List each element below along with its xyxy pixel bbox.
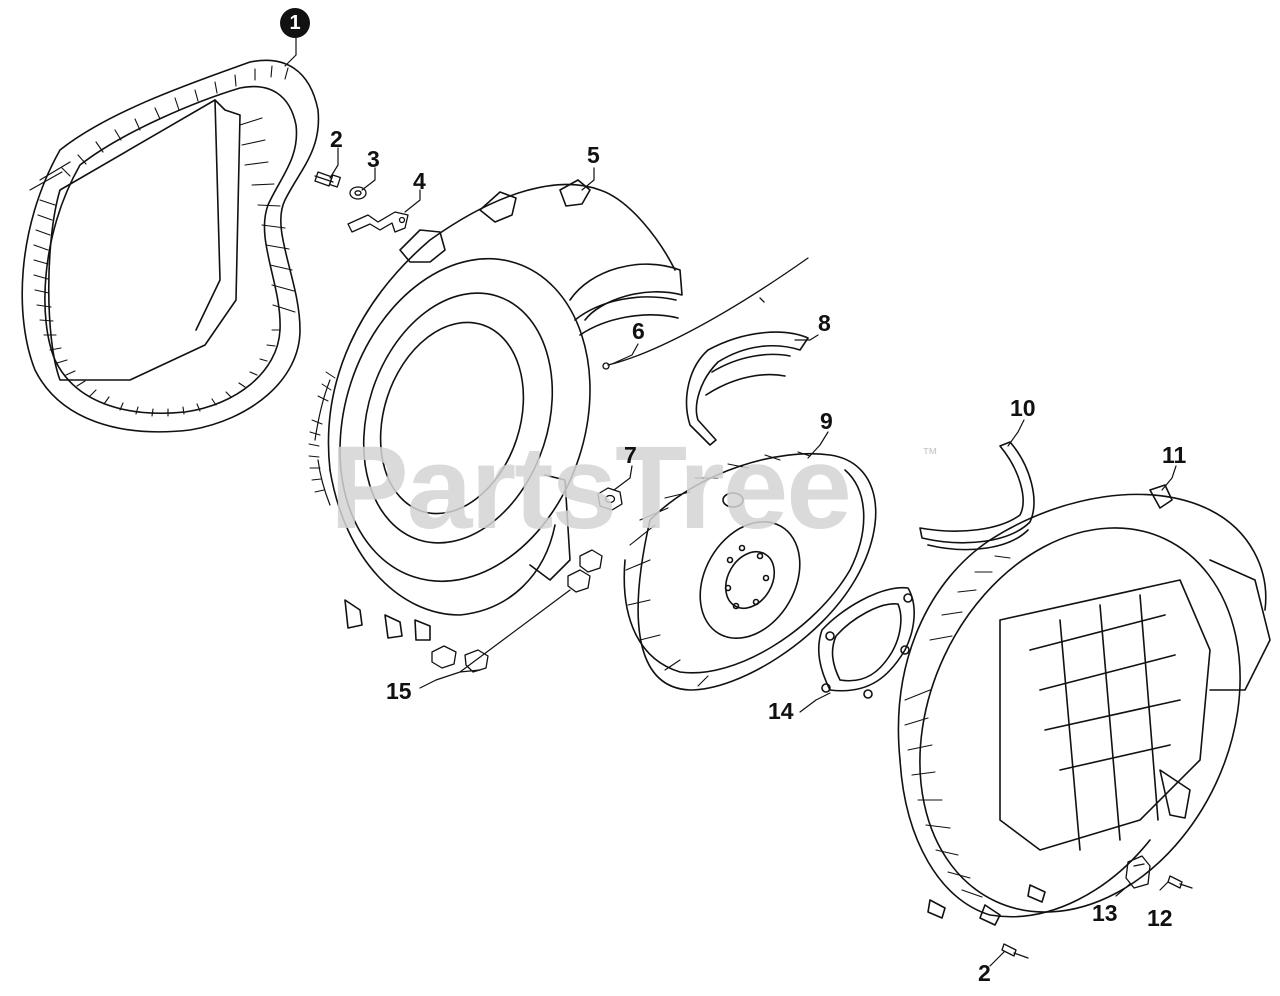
callout-4[interactable]: 4 xyxy=(413,168,426,194)
trademark-symbol: ™ xyxy=(922,446,938,463)
callout-2-lower[interactable]: 2 xyxy=(978,960,991,986)
callout-6[interactable]: 6 xyxy=(632,318,645,344)
callout-11[interactable]: 11 xyxy=(1162,442,1187,468)
part-4-bracket xyxy=(347,211,409,233)
watermark-text: PartsTree xyxy=(330,422,852,554)
part-2-bolt-lower xyxy=(1001,943,1029,959)
callout-8[interactable]: 8 xyxy=(818,310,831,336)
callout-2-upper[interactable]: 2 xyxy=(330,126,343,152)
callout-9[interactable]: 9 xyxy=(820,408,833,434)
callout-15[interactable]: 15 xyxy=(386,678,412,704)
callout-5[interactable]: 5 xyxy=(587,142,600,168)
callout-1[interactable]: 1 xyxy=(280,8,310,38)
part-12-screw xyxy=(1167,875,1193,889)
part-1-blower-cover xyxy=(21,59,320,433)
part-5-blower-housing xyxy=(308,179,683,641)
part-6-wire xyxy=(602,257,809,370)
callout-7[interactable]: 7 xyxy=(624,442,637,468)
part-14-gasket xyxy=(817,587,915,699)
callout-3[interactable]: 3 xyxy=(367,146,380,172)
callout-12[interactable]: 12 xyxy=(1147,905,1173,931)
callout-10[interactable]: 10 xyxy=(1010,395,1036,421)
part-13-clip xyxy=(1125,855,1151,889)
part-11-rear-housing xyxy=(897,484,1271,926)
callout-13[interactable]: 13 xyxy=(1092,900,1118,926)
part-2-bolt-upper xyxy=(314,171,341,188)
part-7-nut xyxy=(597,487,623,511)
callout-14[interactable]: 14 xyxy=(768,698,794,724)
leader-lines xyxy=(284,35,1177,967)
part-10-arc-guide xyxy=(919,441,1035,551)
part-9-impeller xyxy=(623,451,877,691)
part-15-clips xyxy=(431,549,603,673)
part-8-arc-guide xyxy=(685,331,809,446)
part-3-washer xyxy=(349,186,367,200)
